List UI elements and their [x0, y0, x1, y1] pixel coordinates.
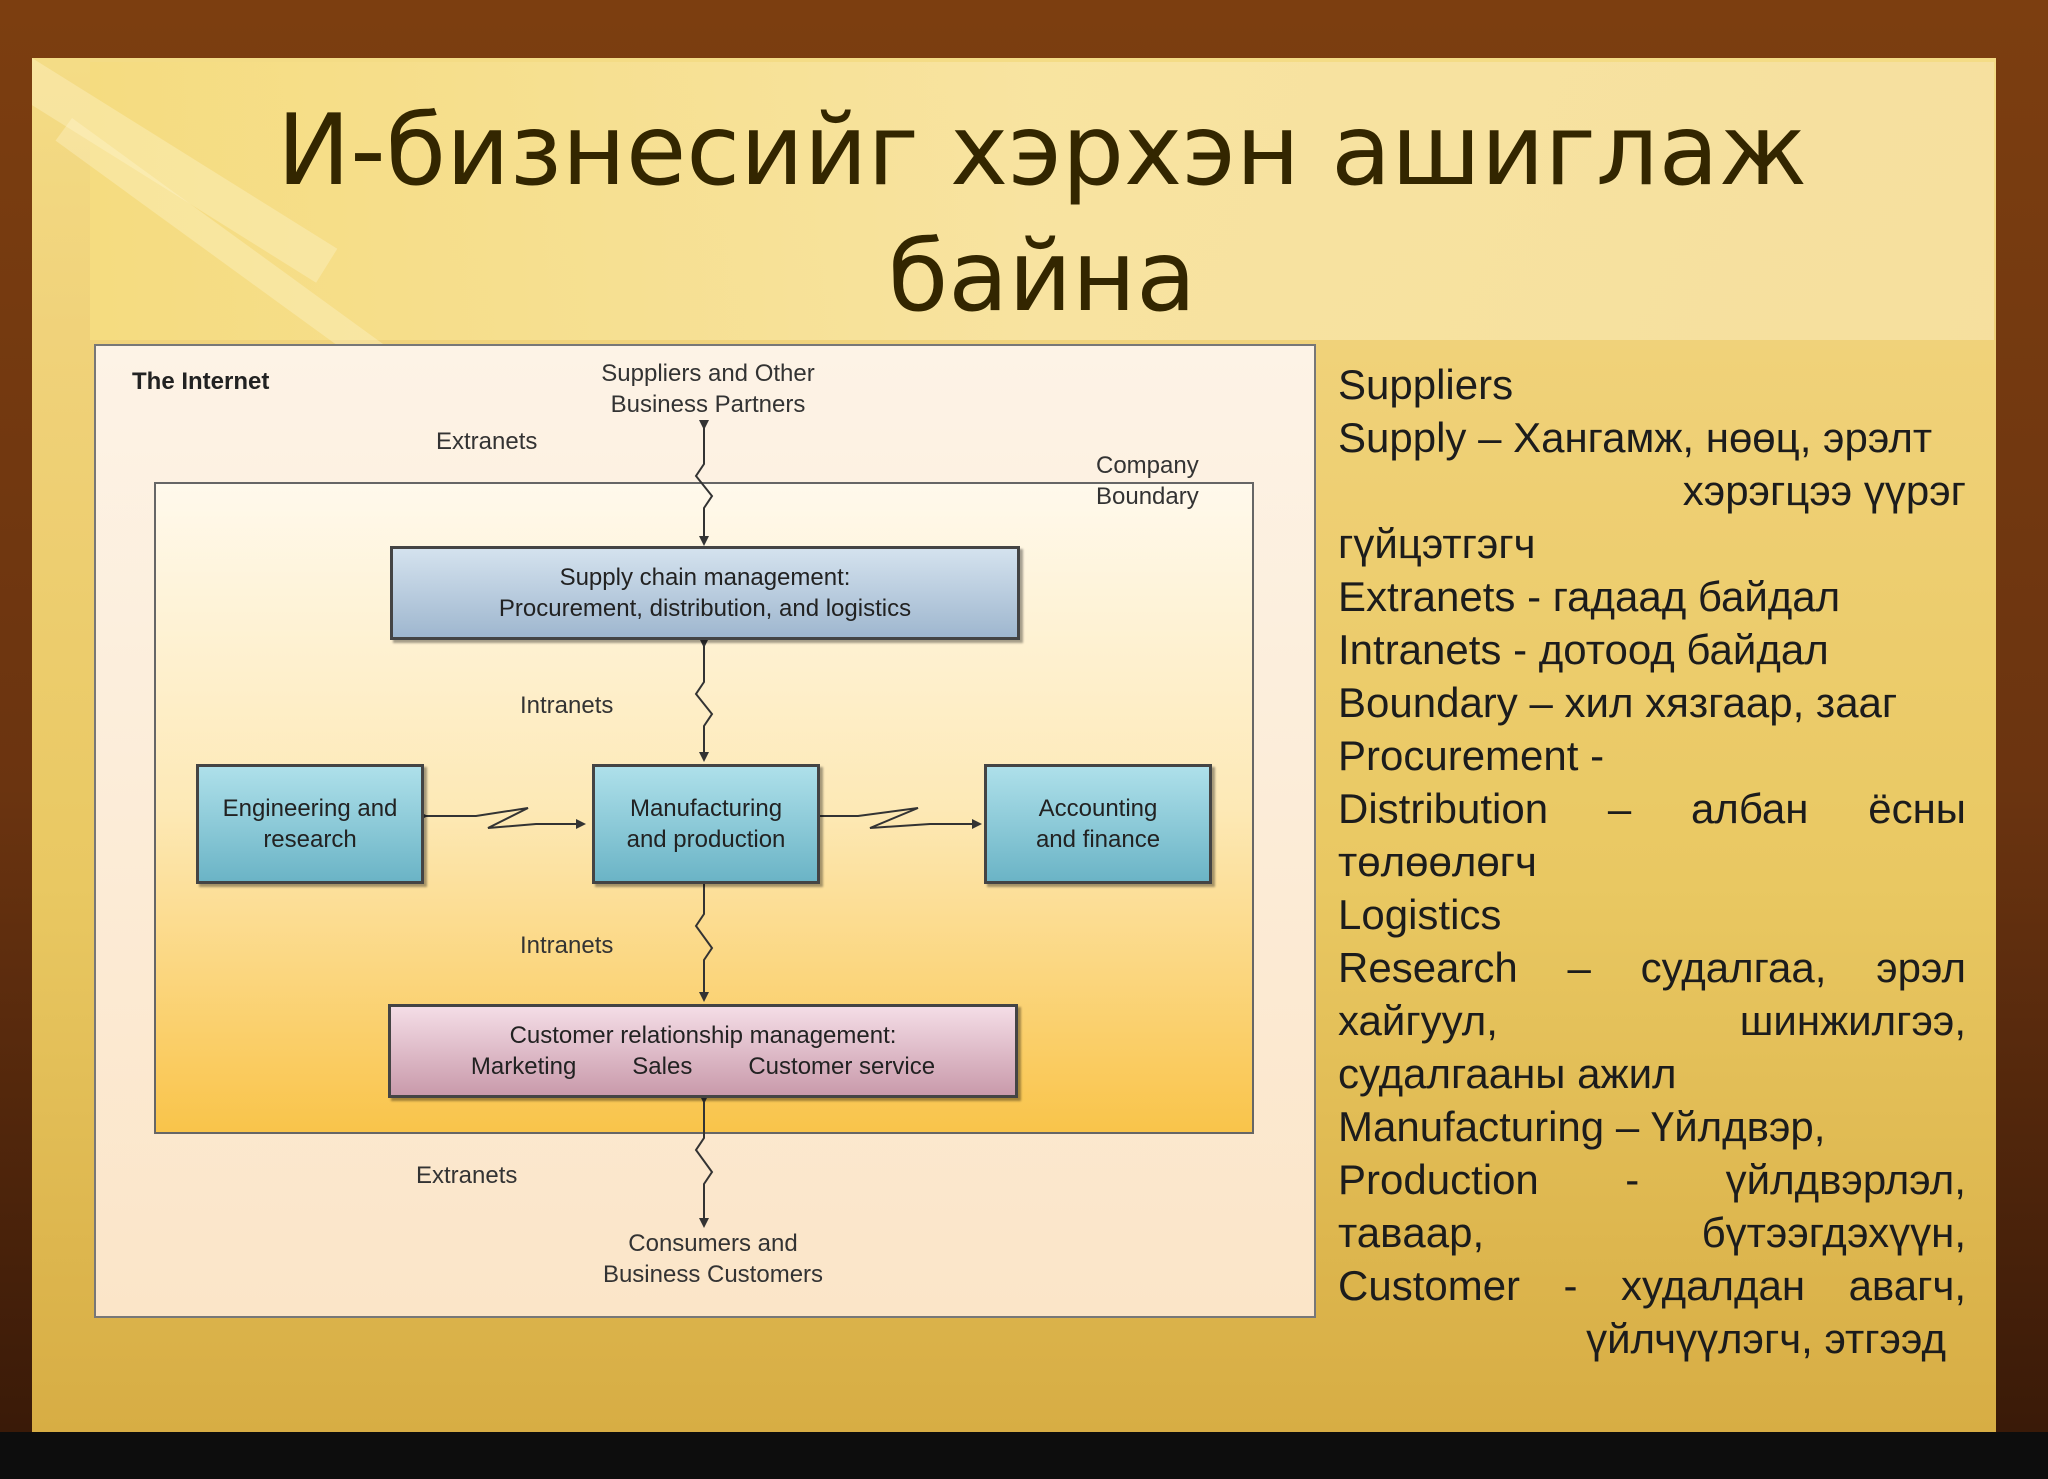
- crm-title: Customer relationship management:: [509, 1022, 897, 1049]
- scm-line-1: Supply chain management:: [559, 564, 851, 591]
- consumers-line-1: Consumers and: [628, 1230, 798, 1257]
- slide: И-бизнесийг хэрхэн ашиглаж байна вэ?: [32, 58, 1996, 1432]
- glossary-word: Supply – Хангамж, нөөц, эрэлт: [1338, 414, 1933, 461]
- glossary-line: тавaар, бүтээгдэхүүн,: [1338, 1206, 1966, 1259]
- manufacturing-production-box: Manufacturing and production: [592, 764, 820, 884]
- glossary-word: Intranets - дотоод байдал: [1338, 626, 1829, 673]
- glossary-line: Boundary – хил хязгаар, зааг: [1338, 676, 1966, 729]
- glossary-word: шинжилгээ,: [1739, 997, 1966, 1044]
- glossary-line: үйлчүүлэгч, этгээд: [1338, 1312, 1966, 1365]
- glossary-word: гүйцэтгэгч: [1338, 520, 1536, 567]
- glossary-line: хайгуул, шинжилгээ,: [1338, 994, 1966, 1047]
- accounting-line-1: Accounting: [1038, 795, 1158, 822]
- glossary-line: Intranets - дотоод байдал: [1338, 623, 1966, 676]
- glossary-word: хэрэгцээ үүрэг: [1682, 467, 1966, 514]
- extranets-top-label: Extranets: [436, 428, 538, 455]
- glossary-word: Procurement -: [1338, 732, 1605, 779]
- title-band: [90, 62, 1994, 340]
- accounting-line-2: and finance: [1035, 826, 1161, 853]
- glossary-word: бүтээгдэхүүн,: [1701, 1209, 1966, 1256]
- glossary-word: –: [1607, 785, 1632, 832]
- glossary-word: Boundary – хил хязгаар, зааг: [1338, 679, 1898, 726]
- suppliers-line-2: Business Partners: [610, 391, 806, 418]
- glossary-line: төлөөлөгч: [1338, 835, 1966, 888]
- glossary-word: Customer: [1338, 1262, 1521, 1309]
- glossary-word: Logistics: [1338, 891, 1502, 938]
- glossary-line: судалгааны ажил: [1338, 1047, 1966, 1100]
- glossary-word: Suppliers: [1338, 361, 1514, 408]
- company-boundary-label: Company Boundary: [1096, 450, 1199, 512]
- glossary-line: Research – судалгаа, эрэл: [1338, 941, 1966, 994]
- boundary-line-2: Boundary: [1096, 483, 1199, 510]
- glossary-line: Suppliers: [1338, 358, 1966, 411]
- title-line-1: И-бизнесийг хэрхэн ашиглаж байна: [276, 94, 1808, 334]
- glossary-word: авагч,: [1848, 1262, 1966, 1309]
- glossary-word: худалдан: [1621, 1262, 1806, 1309]
- glossary-word: -: [1625, 1156, 1640, 1203]
- intranets-top-label: Intranets: [520, 692, 614, 719]
- glossary-word: –: [1567, 944, 1591, 991]
- glossary-word: үйлчүүлэгч, этгээд: [1586, 1315, 1946, 1362]
- glossary-line: Supply – Хангамж, нөөц, эрэлт: [1338, 411, 1966, 464]
- manufacturing-line-1: Manufacturing: [629, 795, 783, 822]
- consumers-label: Consumers and Business Customers: [558, 1228, 868, 1290]
- glossary-word: -: [1563, 1262, 1578, 1309]
- bottom-bar: [0, 1432, 2048, 1479]
- glossary-word: Distribution: [1338, 785, 1549, 832]
- glossary-line: Extranets - гадаад байдал: [1338, 570, 1966, 623]
- engineering-line-1: Engineering and: [222, 795, 398, 822]
- glossary-word: хайгуул,: [1338, 997, 1498, 1044]
- glossary-line: Customer-худалдан авагч,: [1338, 1259, 1966, 1312]
- glossary-word: эрэл: [1876, 944, 1966, 991]
- accounting-finance-box: Accounting and finance: [984, 764, 1212, 884]
- glossary-line: Logistics: [1338, 888, 1966, 941]
- manufacturing-line-2: and production: [626, 826, 786, 853]
- internet-label: The Internet: [132, 368, 270, 395]
- engineering-line-2: research: [263, 826, 357, 853]
- glossary-line: Manufacturing – Үйлдвэр,: [1338, 1100, 1966, 1153]
- supply-chain-management-box: Supply chain management: Procurement, di…: [390, 546, 1020, 640]
- crm-items: Marketing Sales Customer service: [471, 1051, 935, 1082]
- scm-line-2: Procurement, distribution, and logistics: [498, 595, 912, 622]
- glossary-word: Manufacturing – Үйлдвэр,: [1338, 1103, 1826, 1150]
- glossary-word: Research: [1338, 944, 1518, 991]
- boundary-line-1: Company: [1096, 452, 1199, 479]
- suppliers-line-1: Suppliers and Other: [601, 360, 815, 387]
- glossary-word: ёсны: [1868, 785, 1966, 832]
- extranets-bottom-label: Extranets: [416, 1162, 518, 1189]
- glossary-word: тавaар,: [1338, 1209, 1485, 1256]
- glossary-line: Production - үйлдвэрлэл,: [1338, 1153, 1966, 1206]
- glossary-word: Extranets - гадаад байдал: [1338, 573, 1841, 620]
- suppliers-label: Suppliers and Other Business Partners: [558, 358, 858, 420]
- glossary-word: төлөөлөгч: [1338, 838, 1537, 885]
- glossary-word: судалгаа,: [1640, 944, 1827, 991]
- ebusiness-diagram: The Internet Suppliers and Other Busines…: [94, 344, 1316, 1318]
- crm-item-marketing: Marketing: [470, 1053, 577, 1080]
- crm-item-customer-service: Customer service: [748, 1053, 936, 1080]
- customer-relationship-management-box: Customer relationship management: Market…: [388, 1004, 1018, 1098]
- glossary-word: албан: [1690, 785, 1809, 832]
- glossary-word: судалгааны ажил: [1338, 1050, 1677, 1097]
- glossary-line: Procurement -: [1338, 729, 1966, 782]
- glossary-line: Distribution – албан ёсны: [1338, 782, 1966, 835]
- glossary-line: хэрэгцээ үүрэг: [1338, 464, 1966, 517]
- consumers-line-2: Business Customers: [602, 1261, 824, 1288]
- crm-item-sales: Sales: [632, 1053, 693, 1080]
- glossary-line: гүйцэтгэгч: [1338, 517, 1966, 570]
- glossary-word: үйлдвэрлэл,: [1725, 1156, 1966, 1203]
- engineering-research-box: Engineering and research: [196, 764, 424, 884]
- intranets-bottom-label: Intranets: [520, 932, 614, 959]
- glossary-word: Production: [1338, 1156, 1539, 1203]
